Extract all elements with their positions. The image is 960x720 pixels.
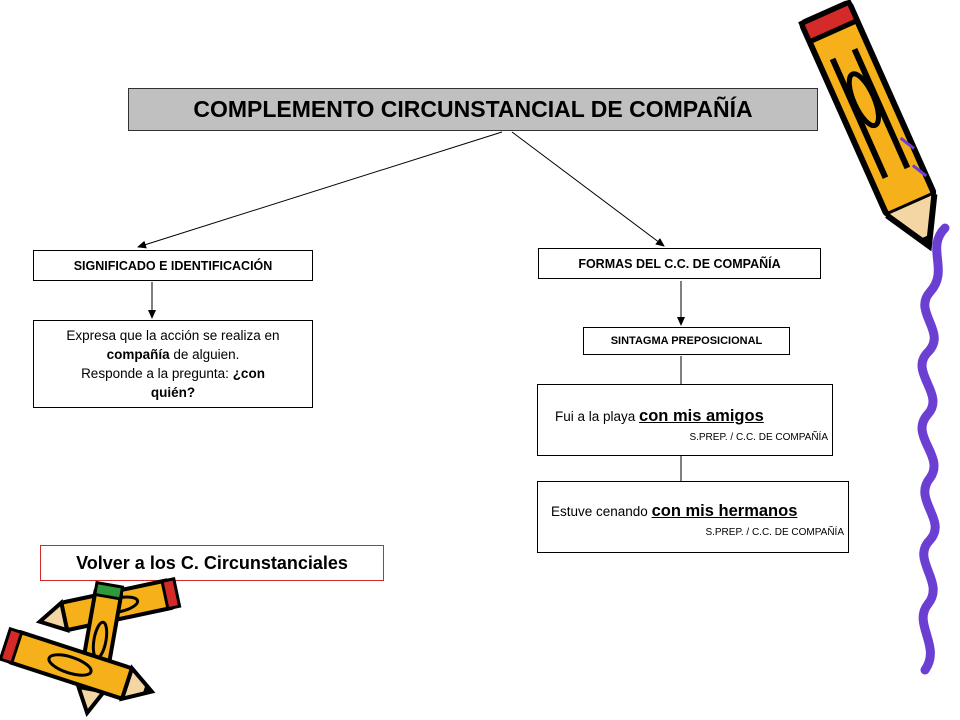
example-box-2: Estuve cenando con mis hermanos S.PREP. … — [537, 481, 849, 553]
example-sentence: Estuve cenando con mis hermanos — [551, 502, 798, 520]
explanation-line-2: compañía de alguien. — [106, 347, 240, 362]
example-box-1: Fui a la playa con mis amigos S.PREP. / … — [537, 384, 833, 456]
example-label: S.PREP. / C.C. DE COMPAÑÍA — [689, 432, 828, 443]
sintagma-box: SINTAGMA PREPOSICIONAL — [583, 327, 790, 355]
explanation-line-1: Expresa que la acción se realiza en — [66, 328, 280, 343]
explanation-box: Expresa que la acción se realiza en comp… — [33, 320, 313, 408]
example-sentence: Fui a la playa con mis amigos — [555, 407, 764, 425]
explanation-line-4: quién? — [150, 385, 196, 400]
significado-header: SIGNIFICADO E IDENTIFICACIÓN — [33, 250, 313, 281]
explanation-line-3: Responde a la pregunta: ¿con — [81, 366, 265, 381]
diagram-title: COMPLEMENTO CIRCUNSTANCIAL DE COMPAÑÍA — [128, 88, 818, 131]
example-label: S.PREP. / C.C. DE COMPAÑÍA — [705, 527, 844, 538]
back-to-circunstanciales-link[interactable]: Volver a los C. Circunstanciales — [40, 545, 384, 581]
formas-header: FORMAS DEL C.C. DE COMPAÑÍA — [538, 248, 821, 279]
